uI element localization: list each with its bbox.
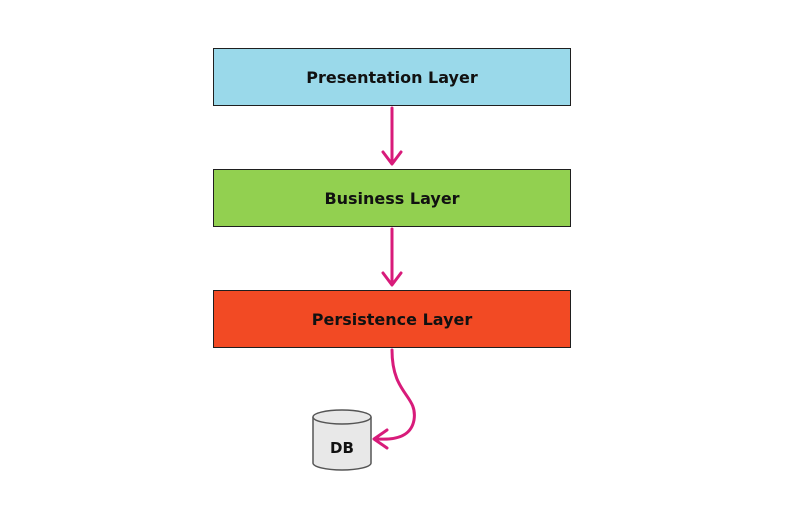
presentation-layer-label: Presentation Layer (306, 67, 478, 87)
business-layer-box: Business Layer (213, 169, 571, 227)
database-label: DB (330, 439, 354, 457)
database-cylinder-icon (312, 409, 372, 471)
business-layer-label: Business Layer (324, 188, 460, 208)
arrow-persistence-to-db-head (372, 428, 389, 450)
arrow-persistence-to-db (376, 348, 416, 441)
persistence-layer-label: Persistence Layer (311, 309, 473, 329)
arrow-business-to-persistence-head (381, 271, 403, 287)
presentation-layer-box: Presentation Layer (213, 48, 571, 106)
arrow-presentation-to-business-head (381, 150, 403, 166)
persistence-layer-box: Persistence Layer (213, 290, 571, 348)
